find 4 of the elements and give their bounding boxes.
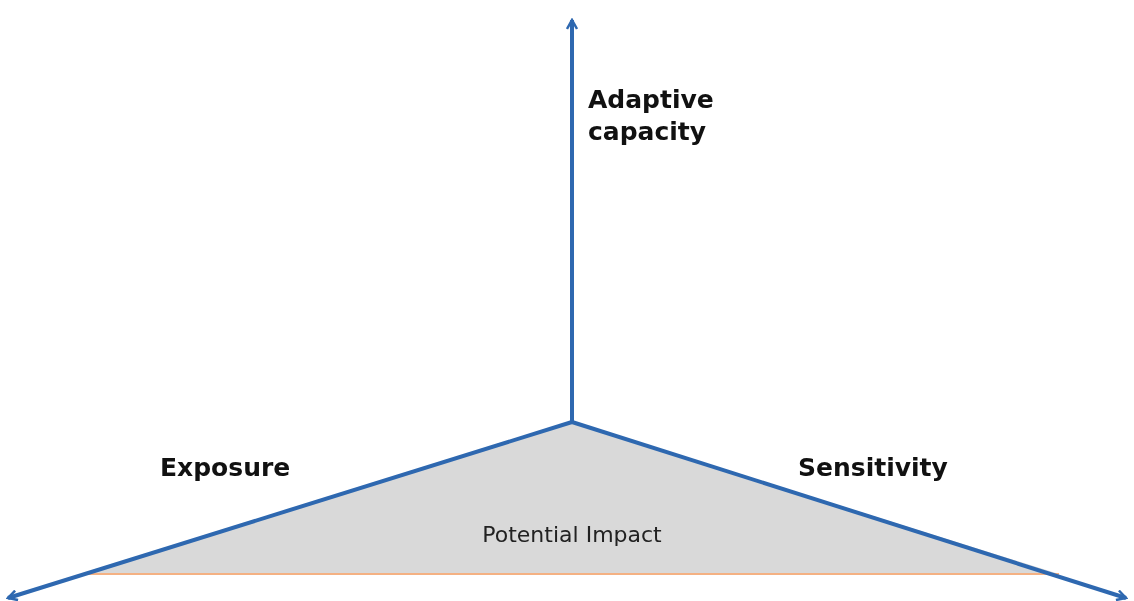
triangle-label: Potential Impact <box>481 522 663 547</box>
axis-label: Adaptive capacity <box>588 84 715 148</box>
axis-label: Sensitivity <box>798 452 949 484</box>
axis-label: Exposure <box>160 452 292 484</box>
